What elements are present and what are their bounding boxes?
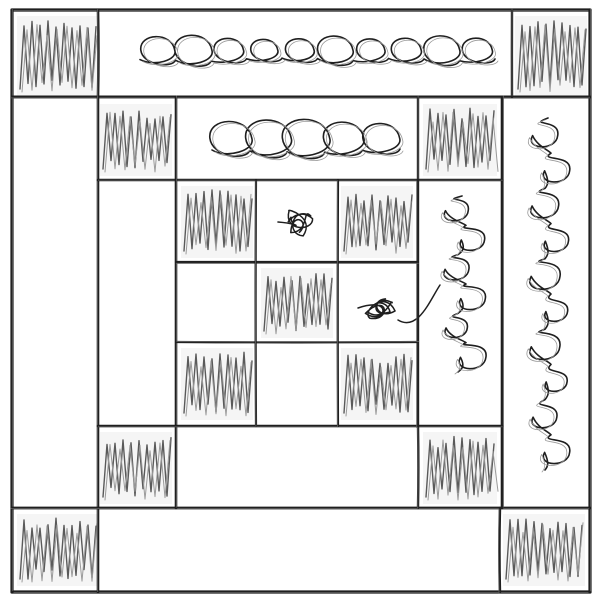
corner-hatch-bottom-right xyxy=(503,514,585,586)
corner-hatch-top-right xyxy=(515,16,587,96)
hatch-round2-top-left xyxy=(100,104,172,176)
hatch-center-r2c2 xyxy=(261,268,333,338)
hatch-round2-bottom-left xyxy=(100,432,172,504)
hatch-center-r3c3 xyxy=(341,348,413,420)
hatch-round2-bottom-right xyxy=(423,432,498,504)
hatch-center-r1c3 xyxy=(341,186,413,258)
hatch-center-r1c1 xyxy=(181,186,253,258)
corner-hatch-top-left xyxy=(17,16,97,96)
hatch-center-r3c1 xyxy=(181,348,253,420)
hatch-round2-top-right xyxy=(423,104,498,176)
corner-hatch-bottom-left xyxy=(17,514,97,586)
